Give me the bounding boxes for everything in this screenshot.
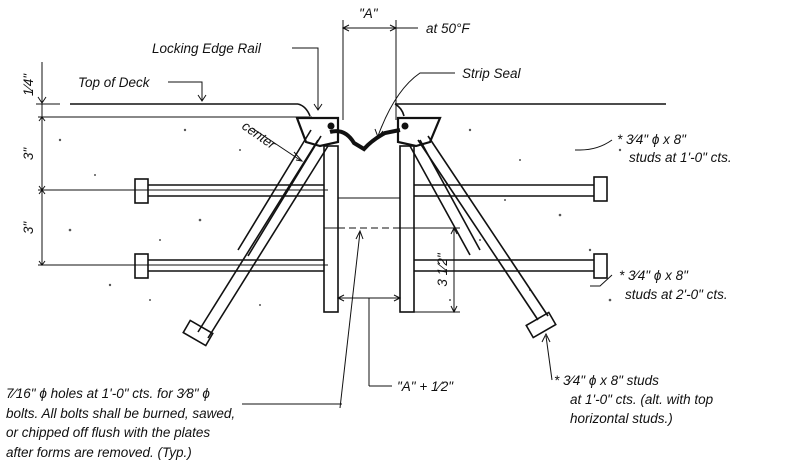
dim-3-upper-label: 3" <box>21 147 36 161</box>
mid-stud-spec-line2: studs at 2'-0" cts. <box>625 287 728 302</box>
mid-stud-spec-line1: * 3⁄4" ϕ x 8" <box>619 268 689 283</box>
dim-3-half-lines <box>414 226 460 314</box>
diagonal-studs-right <box>409 135 557 339</box>
strip-seal-label: Strip Seal <box>462 66 522 81</box>
bolt-holes-note: 7⁄16" ϕ holes at 1'-0" cts. for 3⁄8" ϕ b… <box>6 386 235 460</box>
dim-a-plus-half-label: "A" + 1⁄2" <box>397 379 454 394</box>
center-label: center <box>239 118 279 152</box>
lower-stud-spec-line2: at 1'-0" cts. (alt. with top <box>570 392 714 407</box>
dim-a-lines <box>341 20 418 120</box>
upper-stud-spec-line1: * 3⁄4" ϕ x 8" <box>617 132 687 147</box>
locking-edge-rail-label: Locking Edge Rail <box>152 41 262 56</box>
strip-seal <box>329 128 401 152</box>
leader-lines <box>168 47 613 409</box>
dim-quarter-label: 1⁄4" <box>21 73 36 96</box>
lower-stud-spec-line1: * 3⁄4" ϕ x 8" studs <box>554 373 659 388</box>
concrete-texture <box>58 128 622 306</box>
horizontal-studs <box>134 176 608 279</box>
temperature-label: at 50°F <box>426 21 470 36</box>
bolt-note-line4: after forms are removed. (Typ.) <box>6 445 192 460</box>
dim-a-label: "A" <box>359 6 379 21</box>
deck-surface <box>70 103 666 117</box>
lower-right-stud-note: * 3⁄4" ϕ x 8" studs at 1'-0" cts. (alt. … <box>554 373 714 426</box>
dim-3-half-label: 3 1⁄2" <box>435 252 450 287</box>
dim-a-plus-half-lines <box>336 294 402 387</box>
bolt-note-line1: 7⁄16" ϕ holes at 1'-0" cts. for 3⁄8" ϕ <box>6 386 210 401</box>
upper-right-stud-note: * 3⁄4" ϕ x 8" studs at 1'-0" cts. <box>617 132 732 165</box>
top-of-deck-label: Top of Deck <box>78 75 151 90</box>
lower-stud-spec-line3: horizontal studs.) <box>570 411 673 426</box>
joint-plates <box>323 145 415 313</box>
dim-3-lower-label: 3" <box>21 221 36 235</box>
left-dimension-lines <box>36 62 328 266</box>
bolt-note-line2: bolts. All bolts shall be burned, sawed, <box>6 406 235 421</box>
bolt-note-line3: or chipped off flush with the plates <box>6 425 210 440</box>
diagonal-studs-left <box>182 129 329 347</box>
upper-stud-spec-line2: studs at 1'-0" cts. <box>629 150 732 165</box>
mid-right-stud-note: * 3⁄4" ϕ x 8" studs at 2'-0" cts. <box>619 268 728 302</box>
